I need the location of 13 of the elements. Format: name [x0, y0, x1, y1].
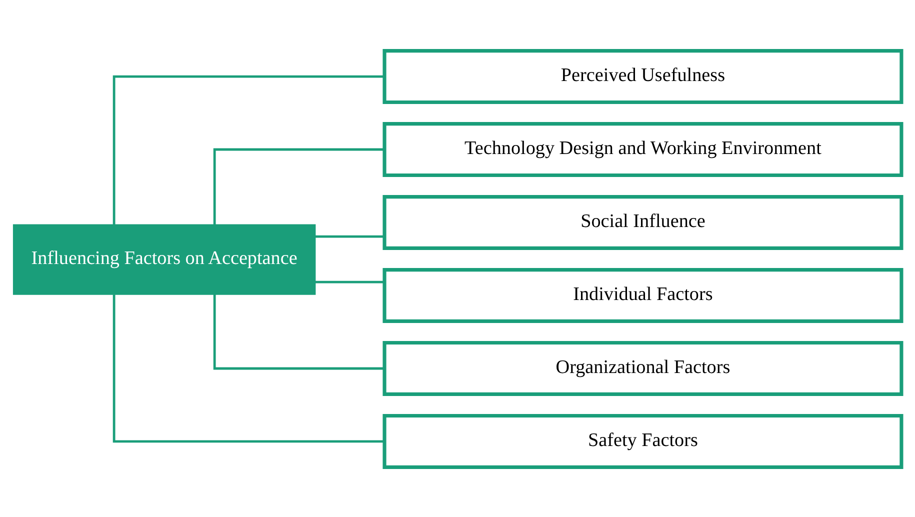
- connector: [112, 294, 384, 442]
- connector: [213, 294, 384, 370]
- node-box: Social Influence: [382, 194, 904, 250]
- node-box: Technology Design and Working Environment: [382, 121, 904, 177]
- connector: [213, 148, 384, 224]
- node-box: Organizational Factors: [382, 340, 904, 396]
- connector: [112, 74, 384, 224]
- connector: [315, 280, 384, 283]
- node-box: Perceived Usefulness: [382, 48, 904, 104]
- connector: [315, 234, 384, 238]
- node-box: Individual Factors: [382, 267, 904, 323]
- node-box: Influencing Factors on Acceptance: [12, 224, 316, 294]
- node-box: Safety Factors: [382, 413, 904, 468]
